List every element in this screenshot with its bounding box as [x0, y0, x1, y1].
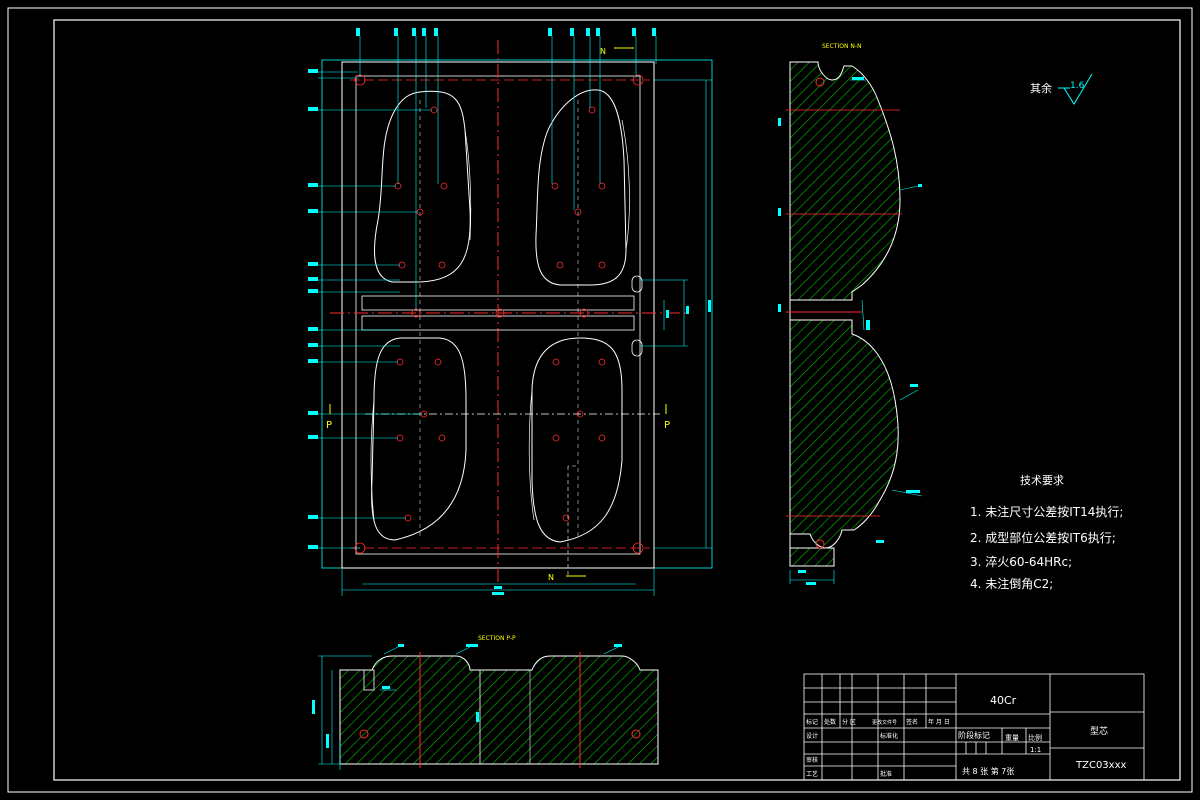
tech-requirement-3: 3. 淬火60-64HRc;	[970, 554, 1072, 569]
cavity-top-left	[374, 90, 471, 283]
row-design: 设计	[806, 732, 818, 740]
cut-marker-p-left: P	[326, 404, 332, 431]
rev-header-mark: 标记	[806, 718, 818, 726]
cavity-bottom-right	[531, 337, 623, 543]
row-standard: 标准化	[880, 732, 898, 740]
tech-requirement-2: 2. 成型部位公差按IT6执行;	[970, 530, 1116, 545]
section-n-n: SECTION N-N	[778, 43, 923, 585]
roughness-symbol-icon	[1063, 73, 1093, 105]
svg-text:P: P	[326, 420, 332, 431]
rev-header-count: 处数	[824, 718, 836, 726]
surface-finish-value: 1.6	[1070, 81, 1085, 91]
svg-text:P: P	[664, 420, 670, 431]
surface-finish-label: 其余	[1030, 81, 1052, 95]
row-process: 工艺	[806, 770, 818, 778]
surface-finish-note: 其余 1.6	[1030, 73, 1093, 105]
sheet-info: 共 8 张 第 7张	[962, 766, 1014, 776]
cavity-top-right	[535, 89, 627, 286]
inner-frame	[53, 19, 1181, 781]
plan-view: P P N N	[308, 28, 713, 596]
cavity-bottom-left	[371, 337, 467, 541]
tech-requirements: 技术要求 1. 未注尺寸公差按IT14执行; 2. 成型部位公差按IT6执行; …	[970, 474, 1123, 591]
title-block	[803, 673, 1145, 781]
section-nn-hatched-body	[789, 61, 901, 567]
scale-value: 1:1	[1030, 746, 1041, 754]
scale-label: 比例	[1028, 733, 1042, 742]
tech-requirements-title: 技术要求	[1020, 474, 1064, 487]
section-p-p: SECTION P-P	[312, 635, 659, 770]
title-block-text: 40Cr 型芯 TZC03xxx 阶段标记 重量 比例 1:1 共 8 张 第 …	[806, 694, 1127, 778]
section-nn-title: SECTION N-N	[822, 43, 861, 50]
svg-text:N: N	[600, 47, 606, 56]
tech-requirement-1: 1. 未注尺寸公差按IT14执行;	[970, 504, 1123, 519]
stage-label: 阶段标记	[958, 730, 990, 740]
section-pp-title: SECTION P-P	[478, 635, 516, 642]
rev-header-sign: 签名	[906, 718, 918, 726]
row-approve: 批准	[880, 770, 892, 778]
section-pp-hatched-body	[339, 655, 659, 765]
row-check: 审核	[806, 756, 818, 764]
svg-text:N: N	[548, 573, 554, 582]
rev-header-change: 更改文件号	[872, 719, 897, 726]
outer-frame	[7, 7, 1193, 793]
cut-marker-p-right: P	[664, 404, 670, 431]
cut-marker-n-top: N	[600, 47, 634, 56]
cut-marker-n-bottom: N	[548, 573, 586, 582]
material-label: 40Cr	[990, 694, 1017, 707]
weight-label: 重量	[1005, 734, 1019, 742]
tech-requirement-4: 4. 未注倒角C2;	[970, 576, 1053, 591]
rev-header-date: 年 月 日	[928, 718, 950, 726]
part-name: 型芯	[1090, 725, 1108, 737]
drawing-number: TZC03xxx	[1075, 760, 1127, 771]
rev-header-zone: 分 区	[842, 718, 856, 726]
